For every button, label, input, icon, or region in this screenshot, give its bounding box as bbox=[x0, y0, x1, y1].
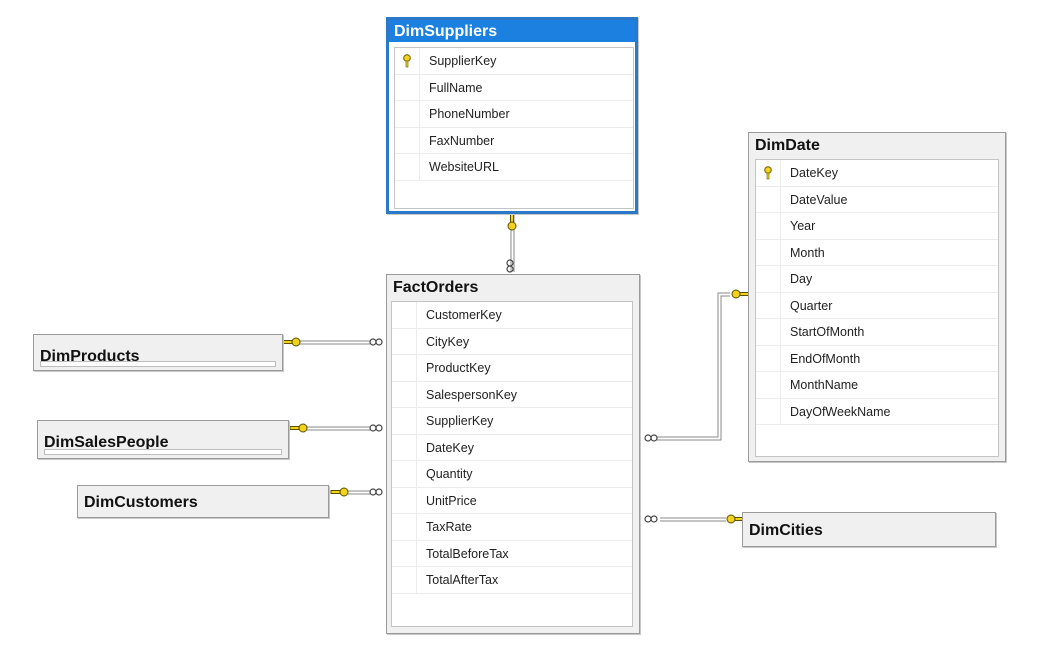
key-icon bbox=[731, 289, 750, 299]
dim-suppliers-title: DimSuppliers bbox=[389, 20, 635, 42]
column-row[interactable]: Quarter bbox=[756, 292, 998, 319]
infinity-icon bbox=[369, 338, 383, 346]
column-row[interactable]: FaxNumber bbox=[395, 127, 633, 154]
dim-date-columns: DateKey DateValue Year Month Day Quarter… bbox=[755, 159, 999, 457]
column-row[interactable]: TotalBeforeTax bbox=[392, 540, 632, 567]
column-row[interactable]: SupplierKey bbox=[395, 48, 633, 75]
dim-customers-table[interactable]: DimCustomers bbox=[77, 485, 329, 518]
column-row[interactable]: DateValue bbox=[756, 186, 998, 213]
key-icon bbox=[289, 423, 308, 433]
dim-sales-people-table[interactable]: DimSalesPeople bbox=[37, 420, 289, 459]
column-row[interactable]: TotalAfterTax bbox=[392, 567, 632, 594]
column-row[interactable]: EndOfMonth bbox=[756, 345, 998, 372]
dim-date-table[interactable]: DimDate DateKey DateValue Year Month Day… bbox=[748, 132, 1006, 462]
key-icon bbox=[330, 487, 349, 497]
fact-orders-table[interactable]: FactOrders CustomerKey CityKey ProductKe… bbox=[386, 274, 640, 634]
key-icon bbox=[282, 337, 301, 347]
infinity-icon bbox=[369, 424, 383, 432]
rel-date-orders bbox=[657, 292, 730, 438]
column-row[interactable]: CustomerKey bbox=[392, 302, 632, 329]
column-row[interactable]: DateKey bbox=[756, 160, 998, 187]
column-row[interactable]: FullName bbox=[395, 74, 633, 101]
column-row[interactable]: DayOfWeekName bbox=[756, 398, 998, 425]
fact-orders-title: FactOrders bbox=[387, 275, 639, 298]
key-icon bbox=[507, 211, 517, 231]
key-icon bbox=[764, 166, 772, 180]
column-row[interactable]: UnitPrice bbox=[392, 487, 632, 514]
infinity-icon bbox=[369, 488, 383, 496]
column-row[interactable]: Quantity bbox=[392, 461, 632, 488]
dim-date-title: DimDate bbox=[749, 133, 1005, 156]
column-row[interactable]: WebsiteURL bbox=[395, 154, 633, 181]
key-icon bbox=[403, 54, 411, 68]
dim-cities-title: DimCities bbox=[743, 513, 995, 541]
column-row[interactable]: PhoneNumber bbox=[395, 101, 633, 128]
dim-products-table[interactable]: DimProducts bbox=[33, 334, 283, 371]
column-row[interactable]: Year bbox=[756, 213, 998, 240]
column-row[interactable]: SupplierKey bbox=[392, 408, 632, 435]
column-row[interactable]: StartOfMonth bbox=[756, 319, 998, 346]
infinity-icon bbox=[644, 434, 658, 442]
column-row[interactable]: CityKey bbox=[392, 328, 632, 355]
fact-orders-columns: CustomerKey CityKey ProductKey Salespers… bbox=[391, 301, 633, 627]
column-row[interactable]: MonthName bbox=[756, 372, 998, 399]
column-row[interactable]: DateKey bbox=[392, 434, 632, 461]
column-row[interactable]: SalespersonKey bbox=[392, 381, 632, 408]
dim-sales-people-title: DimSalesPeople bbox=[38, 421, 288, 453]
column-row[interactable]: ProductKey bbox=[392, 355, 632, 382]
dim-customers-title: DimCustomers bbox=[78, 486, 328, 513]
column-row[interactable]: Month bbox=[756, 239, 998, 266]
column-row[interactable]: TaxRate bbox=[392, 514, 632, 541]
infinity-icon bbox=[506, 259, 514, 273]
dim-cities-table[interactable]: DimCities bbox=[742, 512, 996, 547]
dim-suppliers-table[interactable]: DimSuppliers SupplierKey FullName PhoneN… bbox=[386, 17, 638, 214]
column-row[interactable]: Day bbox=[756, 266, 998, 293]
infinity-icon bbox=[644, 515, 658, 523]
dim-suppliers-columns: SupplierKey FullName PhoneNumber FaxNumb… bbox=[394, 47, 634, 209]
